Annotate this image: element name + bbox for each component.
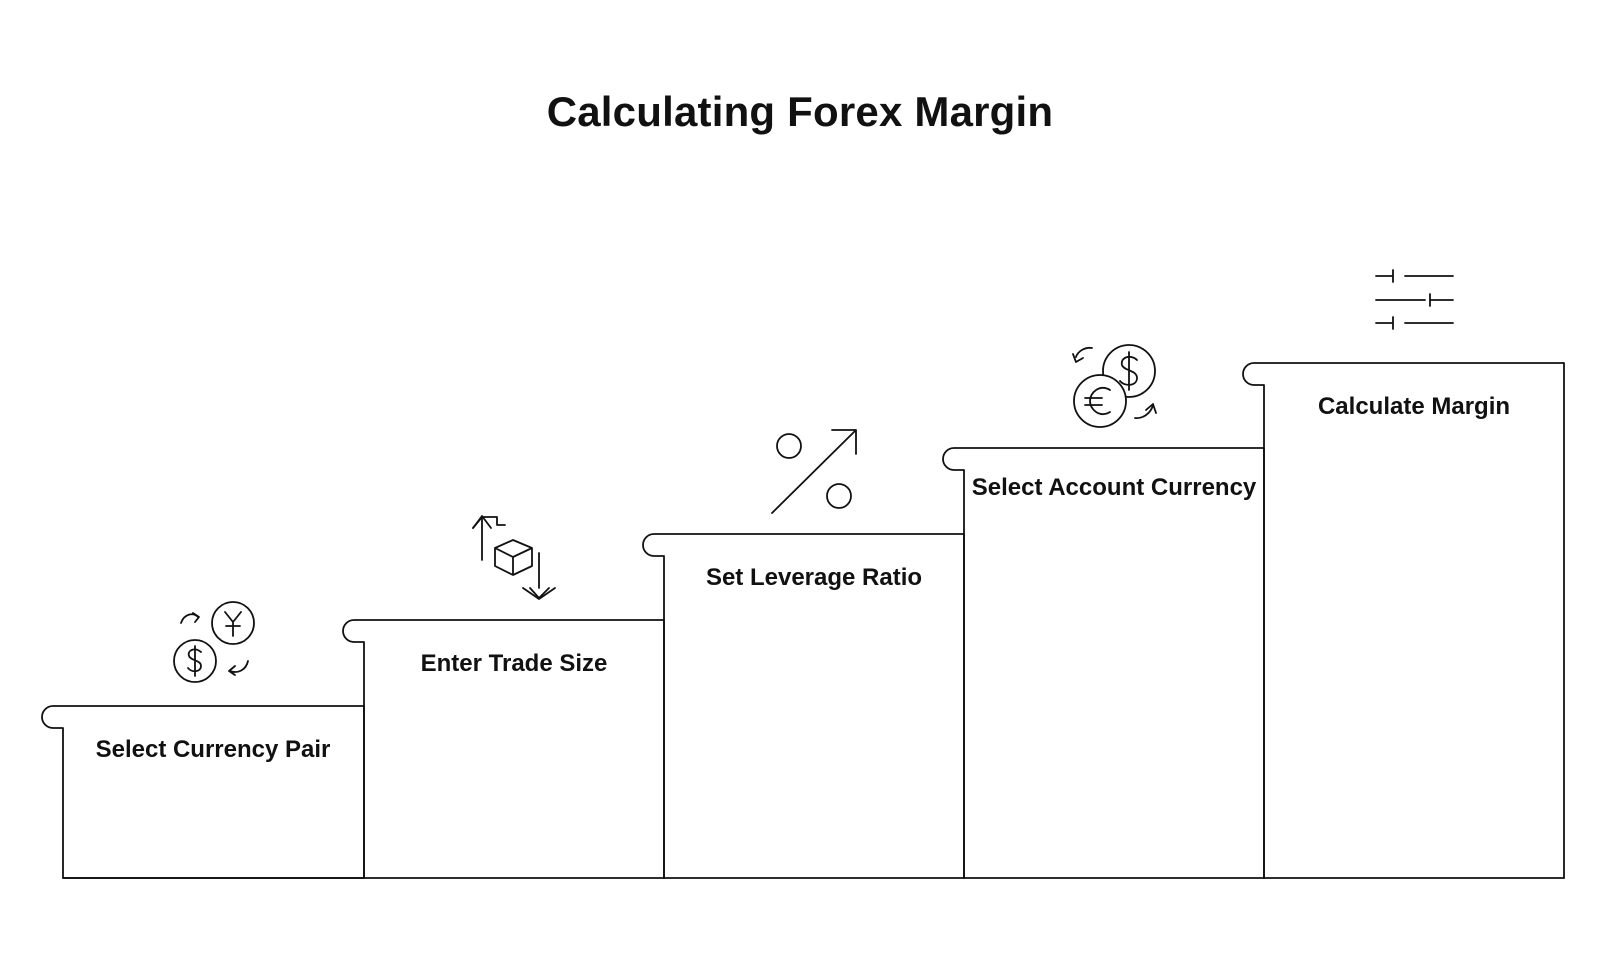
diagram-title: Calculating Forex Margin [546,88,1054,135]
currency-exchange-euro-dollar-icon [1072,344,1157,428]
step-5 [1242,362,1565,879]
percent-arrow-icon [771,429,857,514]
step-4 [942,447,1265,879]
step-3 [642,533,965,879]
step-1-label: Select Currency Pair [95,736,331,763]
step-2 [342,619,665,879]
step-2-label: Enter Trade Size [420,650,608,677]
step-3-label: Set Leverage Ratio [705,564,923,591]
step-5-label: Calculate Margin [1317,393,1511,420]
box-up-down-arrows-icon [472,515,556,600]
sliders-icon [1375,269,1454,330]
currency-exchange-yen-dollar-icon [173,601,255,683]
step-4-label: Select Account Currency [971,474,1257,501]
step-1 [41,705,365,879]
